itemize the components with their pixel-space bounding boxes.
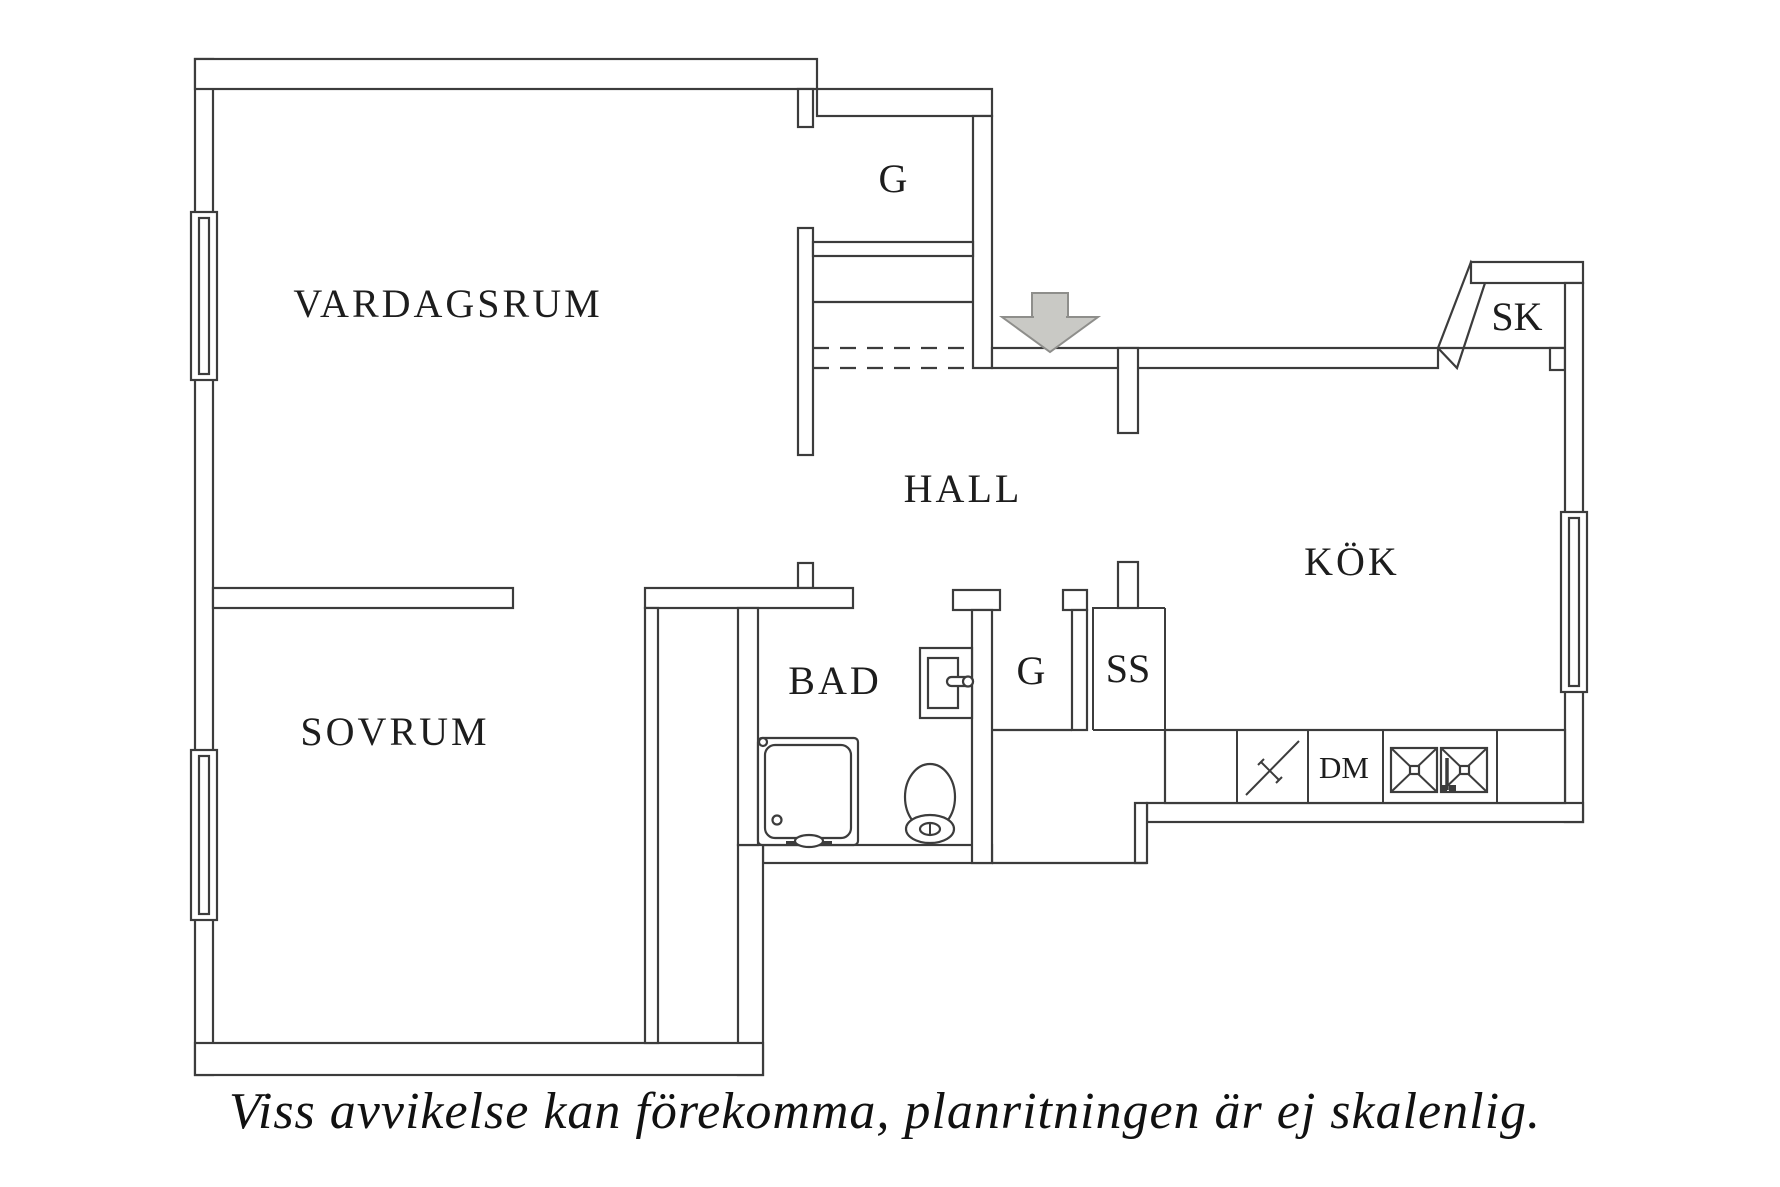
wall-sk-top	[1469, 260, 1585, 285]
plan-caption: Viss avvikelse kan förekomma, planritnin…	[229, 1083, 1541, 1140]
wall-kitchen-entry-stub	[1116, 346, 1140, 435]
wall-top	[193, 57, 819, 91]
room-labels: VARDAGSRUM SOVRUM HALL KÖK BAD G G SS SK…	[293, 156, 1542, 785]
wall-sovrum-north	[211, 586, 515, 610]
wall-bath-east-cap	[951, 588, 1002, 612]
label-bad: BAD	[788, 658, 881, 703]
wall-hall-top	[990, 346, 1440, 370]
toilet-icon	[903, 762, 957, 845]
label-hall: HALL	[904, 466, 1023, 511]
wall-closet-g-hall-right	[1070, 608, 1089, 732]
wall-kitchen-south	[1145, 801, 1585, 824]
bathroom-fixtures	[756, 646, 975, 849]
wall-stair-right	[971, 114, 994, 370]
wall-bath-north	[643, 586, 855, 610]
wall-bottom	[193, 1041, 765, 1077]
wall-sk-stub	[1548, 346, 1567, 372]
wall-south-step	[1133, 801, 1149, 865]
wall-closet-g-hall-cap	[1061, 588, 1089, 612]
shower-icon	[756, 736, 860, 849]
wall-shaft-step	[736, 843, 765, 1077]
kitchen-counter	[1163, 728, 1567, 805]
wall-sovrum-east	[643, 606, 660, 1045]
stove-icon	[1245, 740, 1300, 796]
window-kitchen-icon	[1559, 510, 1589, 694]
sink-icon	[1389, 746, 1489, 794]
interior-walls	[211, 87, 1166, 1045]
wall-bath-door-stub	[796, 561, 815, 590]
washbasin-icon	[918, 646, 975, 720]
entry-arrow-icon	[998, 292, 1102, 354]
label-closet-g-hall: G	[1017, 648, 1046, 693]
label-dishwasher: DM	[1319, 750, 1369, 785]
label-closet-g-top: G	[879, 156, 908, 201]
label-sovrum: SOVRUM	[300, 709, 489, 754]
wall-closet-ss-chimney	[1116, 560, 1140, 610]
windows	[189, 210, 1589, 922]
wall-bath-south	[761, 843, 994, 865]
window-sovrum-icon	[189, 748, 219, 922]
wall-bath-west	[736, 606, 760, 847]
wall-top-step	[815, 87, 994, 118]
wall-closet-g-top-stub	[796, 87, 815, 129]
label-closet-ss: SS	[1106, 646, 1151, 691]
wall-bath-east	[970, 608, 994, 865]
label-vardagsrum: VARDAGSRUM	[293, 281, 602, 326]
counter-outline	[1163, 728, 1567, 805]
window-vardagsrum-icon	[189, 210, 219, 382]
wall-closet-g-top-bottom	[811, 240, 975, 258]
wall-vardagsrum-east	[796, 226, 815, 457]
label-closet-sk: SK	[1491, 294, 1542, 339]
label-kok: KÖK	[1304, 539, 1400, 584]
